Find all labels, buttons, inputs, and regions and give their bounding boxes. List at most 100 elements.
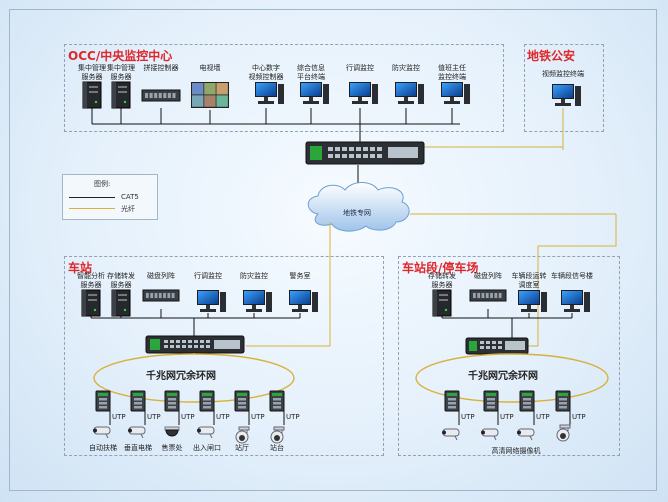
station-speed-dome-icon: [270, 426, 285, 444]
station-edge-switch: [95, 390, 111, 412]
occ-computer-icon: [255, 82, 284, 104]
station-device-label: 磁盘列阵: [147, 272, 175, 280]
legend-title: 图例:: [94, 180, 111, 188]
station-device-label: 行调监控: [194, 272, 222, 280]
occ-title: OCC/中央监控中心: [68, 49, 173, 63]
depot-edge-switch: [519, 390, 535, 412]
occ-device-label: 集中管理 服务器: [78, 64, 106, 81]
depot-computer-icon: [561, 290, 590, 312]
occ-video-wall-icon: [191, 82, 229, 108]
police-computer-icon: [552, 84, 581, 106]
depot-server-icon: [432, 289, 452, 317]
depot-camera-label: 高清网络摄像机: [491, 447, 541, 455]
occ-device-label: 集中管理 服务器: [107, 64, 135, 81]
depot-edge-switch: [483, 390, 499, 412]
depot-switch: [465, 337, 529, 355]
police-title: 地铁公安: [527, 49, 576, 63]
station-computer-icon: [197, 290, 226, 312]
occ-controller-icon: [141, 89, 181, 102]
station-camera-label: 自动扶梯: [89, 444, 117, 452]
station-device-label: 警务室: [289, 272, 311, 280]
site-fibers: [246, 213, 617, 347]
station-ring-label: 千兆网冗余环网: [146, 371, 216, 382]
metro-network-cloud: [307, 182, 410, 232]
occ-computer-icon: [441, 82, 470, 104]
station-utp-label: UTP: [181, 413, 195, 421]
station-utp-label: UTP: [251, 413, 265, 421]
occ-computer-icon: [395, 82, 424, 104]
occ-computer-icon: [300, 82, 329, 104]
station-utp-label: UTP: [112, 413, 126, 421]
station-device-label: 防灾监控: [240, 272, 268, 280]
station-computer-icon: [243, 290, 272, 312]
legend-label-fiber: 光纤: [121, 205, 135, 213]
station-bullet-camera-icon: [128, 426, 146, 439]
station-camera-label: 售票处: [161, 444, 183, 452]
depot-bullet-camera-icon: [442, 428, 460, 441]
station-edge-switch: [269, 390, 285, 412]
occ-computer-icon: [349, 82, 378, 104]
depot-utp-label: UTP: [536, 413, 550, 421]
police-fiber: [424, 108, 564, 150]
station-camera-label: 站厅: [235, 444, 249, 452]
occ-device-label: 防灾监控: [392, 64, 420, 72]
station-camera-label: 出入闸口: [193, 444, 221, 452]
occ-device-label: 拼接控制器: [143, 64, 179, 72]
station-utp-label: UTP: [286, 413, 300, 421]
station-edge-switch: [234, 390, 250, 412]
depot-computer-icon: [518, 290, 547, 312]
depot-device-label: 磁盘列阵: [474, 272, 502, 280]
station-server-icon: [81, 289, 101, 317]
depot-bullet-camera-icon: [481, 428, 499, 441]
depot-device-label: 车辆段运转 调度室: [511, 272, 547, 289]
occ-server-icon: [82, 81, 102, 109]
depot-utp-label: UTP: [461, 413, 475, 421]
occ-cable-bus: [91, 108, 460, 196]
station-bullet-camera-icon: [93, 426, 111, 439]
station-utp-label: UTP: [147, 413, 161, 421]
depot-utp-label: UTP: [572, 413, 586, 421]
depot-utp-label: UTP: [500, 413, 514, 421]
occ-device-label: 中心数字 视频控制器: [248, 64, 284, 81]
legend-label-cat5: CAT5: [121, 193, 139, 201]
outer-frame: [9, 9, 657, 491]
occ-device-label: 综合信息 平台终端: [297, 64, 325, 81]
depot-edge-switch: [555, 390, 571, 412]
depot-edge-switch: [444, 390, 460, 412]
depot-bullet-camera-icon: [517, 428, 535, 441]
station-bullet-camera-icon: [197, 426, 215, 439]
legend: 图例: CAT5 光纤: [62, 174, 158, 220]
network-label: 地铁专网: [343, 209, 371, 217]
station-speed-dome-icon: [235, 426, 250, 444]
legend-line-cat5: [69, 197, 115, 198]
station-device-label: 智能分析 服务器: [77, 272, 105, 289]
depot-device-label: 存储转发 服务器: [428, 272, 456, 289]
station-edge-switch: [199, 390, 215, 412]
depot-ring-label: 千兆网冗余环网: [468, 371, 538, 382]
station-disk-array-icon: [142, 289, 180, 302]
station-server-icon: [111, 289, 131, 317]
zone-station: [64, 256, 384, 456]
zone-police: [524, 44, 604, 132]
station-edge-switch: [164, 390, 180, 412]
legend-line-fiber: [69, 208, 115, 209]
depot-disk-array-icon: [469, 289, 507, 302]
occ-server-icon: [111, 81, 131, 109]
station-dome-camera-icon: [164, 426, 180, 437]
zone-occ: [64, 44, 504, 132]
depot-ring: [415, 353, 609, 403]
station-camera-label: 站台: [270, 444, 284, 452]
zone-depot: [398, 256, 620, 456]
police-device-label: 视频监控终端: [542, 70, 584, 78]
core-switch: [305, 141, 425, 165]
occ-device-label: 行调监控: [346, 64, 374, 72]
depot-device-label: 车辆段信号楼: [551, 272, 593, 280]
station-title: 车站: [68, 261, 93, 275]
occ-device-label: 值班主任 监控终端: [438, 64, 466, 81]
depot-title: 车站段/停车场: [402, 261, 479, 275]
station-edge-switch: [130, 390, 146, 412]
station-computer-icon: [289, 290, 318, 312]
station-switch: [145, 335, 245, 354]
